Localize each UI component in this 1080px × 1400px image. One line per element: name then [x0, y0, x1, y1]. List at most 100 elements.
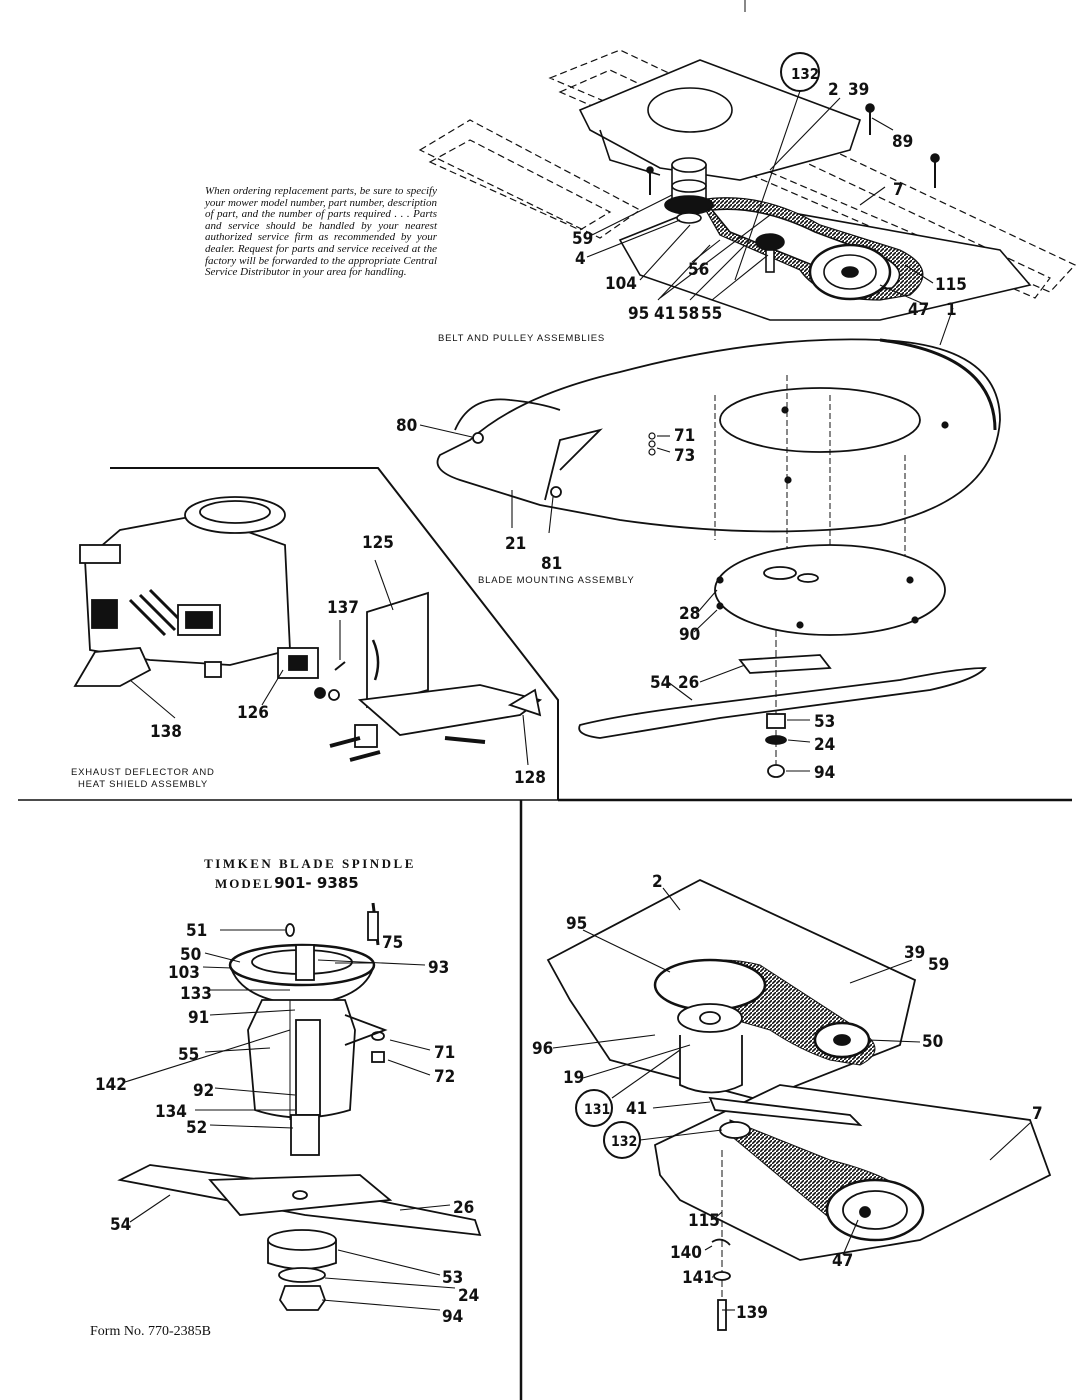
caption-belt-pulley: BELT AND PULLEY ASSEMBLIES: [438, 333, 605, 344]
part-label: 26: [678, 673, 699, 693]
underside-part-labels: 2 95 39 59 96 50 19 131 41 132 7 115 47 …: [532, 872, 1043, 1323]
deck-hardware: [648, 406, 949, 629]
part-label: 39: [848, 80, 869, 100]
part-label: 103: [168, 963, 200, 983]
bolts: [646, 103, 940, 195]
part-label: 53: [814, 712, 835, 732]
part-label: 73: [674, 446, 695, 466]
part-label: 1: [946, 300, 957, 320]
part-label: 58: [678, 304, 699, 324]
part-label: 51: [186, 921, 207, 941]
frame-lines: [18, 0, 1072, 1400]
part-label: 132: [791, 65, 819, 83]
part-label: 132: [611, 1134, 637, 1150]
mower-deck: [436, 338, 1001, 778]
exhaust-part-labels: 125 137 126 138 128: [150, 533, 546, 788]
part-label: 115: [935, 275, 967, 295]
part-label: 134: [155, 1102, 187, 1122]
underside-main-pulley: [653, 958, 767, 1094]
ordering-note: When ordering replacement parts, be sure…: [205, 185, 437, 279]
mount-bracket: [329, 684, 543, 762]
part-label: 96: [532, 1039, 553, 1059]
part-label: 21: [505, 534, 526, 554]
part-label: 141: [682, 1268, 714, 1288]
engine: [79, 496, 291, 678]
deck-leaders: [419, 424, 811, 772]
part-label: 55: [701, 304, 722, 324]
part-label: 54: [110, 1215, 131, 1235]
part-label: 94: [442, 1307, 463, 1327]
part-label: 131: [584, 1102, 610, 1118]
model-word: MODEL: [215, 876, 275, 891]
underside-assembly: [546, 878, 1052, 1331]
underside-large-pulley: [825, 1178, 925, 1242]
caption-exhaust-2: HEAT SHIELD ASSEMBLY: [78, 779, 208, 790]
exhaust-leaders: [129, 559, 529, 766]
part-label: 115: [688, 1211, 720, 1231]
part-label: 140: [670, 1243, 702, 1263]
spindle-leaders: [124, 929, 456, 1311]
part-label: 80: [396, 416, 417, 436]
part-label: 137: [327, 598, 359, 618]
part-label: 47: [832, 1251, 853, 1271]
part-label: 93: [428, 958, 449, 978]
caption-blade-mounting: BLADE MOUNTING ASSEMBLY: [478, 575, 635, 586]
deck-housing: [436, 338, 1001, 533]
part-label: 56: [688, 260, 709, 280]
part-label: 55: [178, 1045, 199, 1065]
part-label: 41: [626, 1099, 647, 1119]
part-label: 95: [566, 914, 587, 934]
belt-part-labels: 132 2 39 89 7 59 4 104 56 95 41 58 55 11…: [572, 65, 967, 324]
large-pulley: [808, 243, 892, 301]
part-label: 54: [650, 673, 671, 693]
part-label: 19: [563, 1068, 584, 1088]
exhaust-deflector: [73, 647, 152, 687]
form-number: Form No. 770-2385B: [90, 1324, 211, 1339]
part-131-circle: [575, 1089, 613, 1127]
part-label: 59: [572, 229, 593, 249]
part-label: 2: [652, 872, 663, 892]
part-label: 126: [237, 703, 269, 723]
part-label: 24: [814, 735, 835, 755]
part-label: 138: [150, 722, 182, 742]
part-label: 71: [674, 426, 695, 446]
part-label: 81: [541, 554, 562, 574]
spindle-part-labels: 51 75 50 93 103 133 91 71 55 72 142 92 1…: [95, 921, 479, 1327]
part-label: 47: [908, 300, 929, 320]
part-label: 28: [679, 604, 700, 624]
underside-idler-pulley: [813, 1021, 871, 1059]
part-label: 89: [892, 132, 913, 152]
part-label: 24: [458, 1286, 479, 1306]
belt-leaders: [586, 90, 954, 346]
captions: BELT AND PULLEY ASSEMBLIES BLADE MOUNTIN…: [71, 333, 635, 790]
part-label: 53: [442, 1268, 463, 1288]
part-label: 75: [382, 933, 403, 953]
part-label: 41: [654, 304, 675, 324]
part-label: 72: [434, 1067, 455, 1087]
blade-mounting-plate: [714, 544, 946, 636]
idler-pulley: [755, 233, 785, 273]
part-label: 133: [180, 984, 212, 1004]
spindle-stack: [664, 157, 714, 224]
part-label: 50: [180, 945, 201, 965]
part-label: 52: [186, 1118, 207, 1138]
part-label: 71: [434, 1043, 455, 1063]
timken-spindle: [117, 902, 482, 1311]
part-label: 59: [928, 955, 949, 975]
underside-leaders: [552, 887, 1031, 1311]
spindle-title: TIMKEN BLADE SPINDLE: [204, 856, 416, 871]
deck-part-labels: 80 71 73 21 81 28 90 54 26 53 24 94: [396, 416, 835, 783]
part-label: 26: [453, 1198, 474, 1218]
deck-pulley-opening: [719, 387, 921, 453]
heat-shield: [366, 591, 429, 709]
part-label: 7: [893, 180, 904, 200]
belt-pulley-assembly: [418, 49, 1076, 321]
part-label: 142: [95, 1075, 127, 1095]
model-number: 901- 9385: [274, 874, 359, 892]
mower-blade: [578, 667, 987, 739]
part-label: 2: [828, 80, 839, 100]
part-label: 139: [736, 1303, 768, 1323]
part-label: 7: [1032, 1104, 1043, 1124]
part-label: 90: [679, 625, 700, 645]
